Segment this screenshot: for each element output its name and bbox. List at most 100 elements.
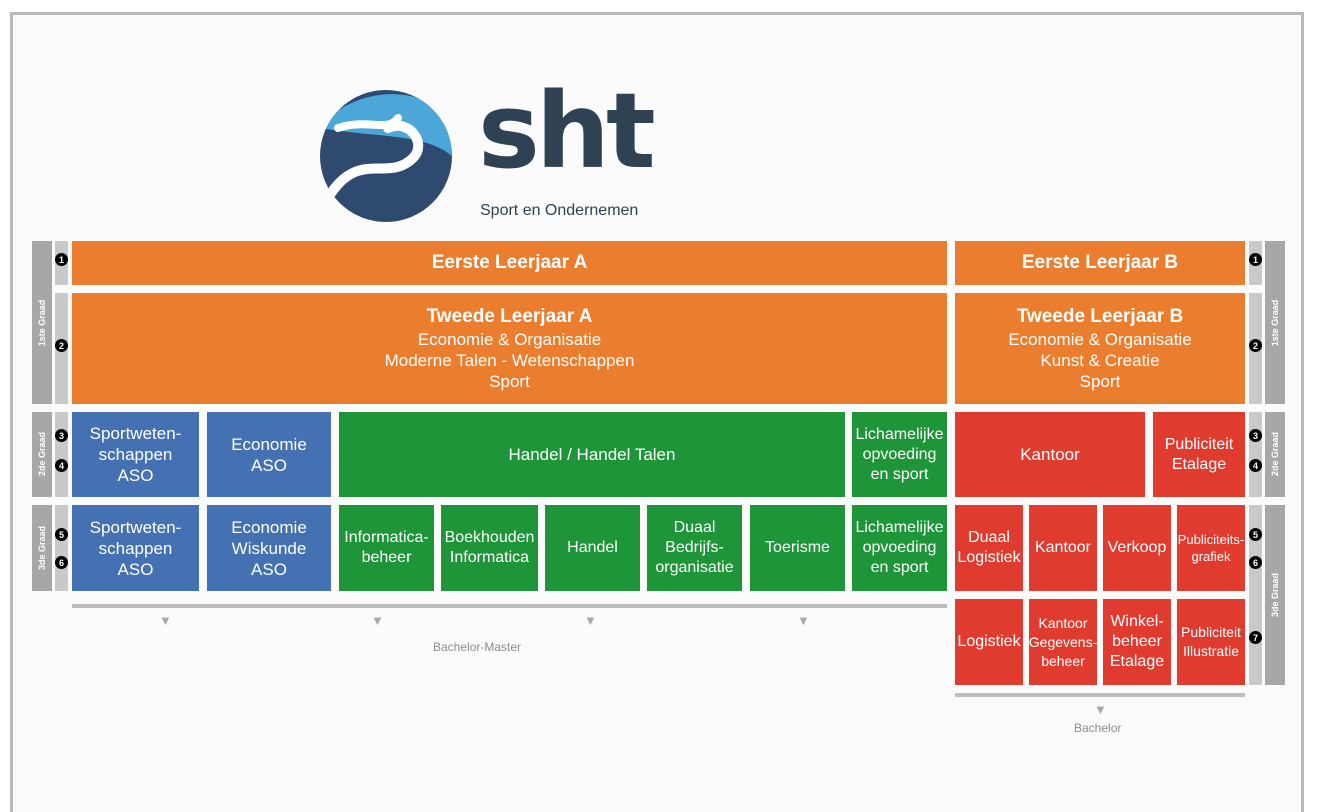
down-arrow-icon: ▼ <box>159 613 172 628</box>
box-line: Etalage <box>1171 455 1227 473</box>
box-line: schappen <box>98 538 173 558</box>
box-line: Logistiek <box>957 633 1021 650</box>
box-line: Etalage <box>1109 653 1165 670</box>
derde-graad-sportwetenschappen: Sportweten- schappen ASO <box>72 505 199 591</box>
box-line: Duaal <box>968 529 1010 546</box>
derde-graad-lichamelijke-opvoeding: Lichamelijke opvoeding en sport <box>852 505 947 591</box>
box-line: Winkel- <box>1110 613 1164 630</box>
box-line: opvoeding <box>862 539 937 556</box>
b-stream-divider <box>955 693 1245 697</box>
box-line: Publiciteit <box>1164 435 1234 453</box>
box-line: organisatie <box>655 559 734 576</box>
zevende-jaar-publiciteit-illustratie: Publiciteit Illustratie <box>1177 599 1245 685</box>
box-line: ASO <box>117 559 154 579</box>
box-line: beheer <box>361 549 412 566</box>
tweede-leerjaar-a: Tweede Leerjaar A Economie & Organisatie… <box>72 293 947 404</box>
number-badge-2-right: 2 <box>1249 339 1262 352</box>
box-line: opvoeding <box>862 445 937 463</box>
box-line: Bedrijfs- <box>665 539 724 556</box>
number-badge-5-left: 5 <box>55 528 68 541</box>
number-badge-6-right: 6 <box>1249 556 1262 569</box>
label-tweede-graad-right: 2de Graad <box>1270 431 1280 477</box>
derde-graad-economie-wiskunde: Economie Wiskunde ASO <box>207 505 331 591</box>
label-tweede-graad-left: 2de Graad <box>37 431 47 477</box>
tweede-leerjaar-a-title: Tweede Leerjaar A <box>426 306 593 327</box>
number-badge-7-right: 7 <box>1249 631 1262 644</box>
tweede-leerjaar-b-line: Sport <box>1079 372 1121 391</box>
number-badge-1-right: 1 <box>1249 253 1262 266</box>
label-derde-graad-left: 3de Graad <box>37 525 47 571</box>
box-line: Illustratie <box>1182 643 1240 659</box>
box-line: grafiek <box>1191 549 1231 564</box>
box-line: schappen <box>98 445 173 464</box>
tweede-graad-publiciteit-etalage: Publiciteit Etalage <box>1153 412 1245 497</box>
derde-graad-duaal-logistiek: Duaal Logistiek <box>955 505 1023 591</box>
label-eerste-graad-left: 1ste Graad <box>37 299 47 347</box>
down-arrow-icon: ▼ <box>584 613 597 628</box>
tweede-graad-kantoor: Kantoor <box>955 412 1145 497</box>
number-badge-6-left: 6 <box>55 556 68 569</box>
box-line: Kantoor <box>1034 539 1092 556</box>
number-badge-1-left: 1 <box>55 253 68 266</box>
logo-wordmark: sht <box>478 70 656 192</box>
box-line: Informatica <box>449 549 530 566</box>
zevende-jaar-winkelbeheer-etalage: Winkel- beheer Etalage <box>1103 599 1171 685</box>
tweede-leerjaar-a-line: Economie & Organisatie <box>417 330 602 349</box>
tweede-graad-sportwetenschappen: Sportweten- schappen ASO <box>72 412 199 497</box>
tweede-leerjaar-b: Tweede Leerjaar B Economie & Organisatie… <box>955 293 1245 404</box>
box-line: Sportweten- <box>89 517 182 537</box>
right-bar-derde-graad: 3de Graad <box>1265 505 1285 685</box>
a-stream-divider <box>72 604 947 608</box>
derde-graad-boekhouden-informatica: Boekhouden Informatica <box>441 505 538 591</box>
tweede-leerjaar-b-line: Economie & Organisatie <box>1008 330 1192 349</box>
derde-graad-handel: Handel <box>545 505 640 591</box>
bachelor-master-label: Bachelor-Master <box>433 640 522 654</box>
logo: sht Sport en Ondernemen <box>318 70 663 224</box>
right-grey-strip-3 <box>1249 412 1262 497</box>
number-badge-3-left: 3 <box>55 429 68 442</box>
box-line: ASO <box>251 455 287 475</box>
right-bar-eerste-graad: 1ste Graad <box>1265 241 1285 404</box>
box-line: Gegevens- <box>1028 633 1098 650</box>
eerste-leerjaar-a-label: Eerste Leerjaar A <box>431 252 588 273</box>
down-arrow-icon: ▼ <box>371 613 384 628</box>
box-line: Verkoop <box>1107 539 1167 556</box>
box-line: Toerisme <box>765 539 830 556</box>
number-badge-4-right: 4 <box>1249 459 1262 472</box>
derde-graad-verkoop: Verkoop <box>1103 505 1171 591</box>
derde-graad-informaticabeheer: Informatica- beheer <box>339 505 434 591</box>
box-line: Publiciteits- <box>1177 532 1245 547</box>
bachelor-label: Bachelor <box>1074 721 1122 735</box>
box-line: Lichamelijke <box>855 425 944 443</box>
box-line: Lichamelijke <box>855 519 944 536</box>
box-line: Publiciteit <box>1181 624 1241 640</box>
tweede-graad-lichamelijke-opvoeding: Lichamelijke opvoeding en sport <box>852 412 947 497</box>
box-line: Informatica- <box>344 529 429 546</box>
left-bar-tweede-graad: 2de Graad <box>32 412 52 497</box>
left-grey-strip-4 <box>55 505 68 591</box>
label-derde-graad-right: 3de Graad <box>1270 572 1280 618</box>
left-bar-derde-graad: 3de Graad <box>32 505 52 591</box>
logo-mark-icon <box>320 90 452 222</box>
tweede-leerjaar-b-title: Tweede Leerjaar B <box>1016 306 1184 327</box>
box-line: Handel <box>567 539 618 556</box>
box-line: Duaal <box>673 519 716 536</box>
box-line: ASO <box>251 559 287 579</box>
eerste-leerjaar-b-label: Eerste Leerjaar B <box>1021 252 1179 273</box>
box-line: Kantoor <box>1038 614 1088 631</box>
down-arrow-icon: ▼ <box>797 613 810 628</box>
box-line: Logistiek <box>957 549 1021 566</box>
box-line: Handel / Handel Talen <box>508 445 676 464</box>
derde-graad-publiciteitsgrafiek: Publiciteits- grafiek <box>1177 505 1245 591</box>
derde-graad-duaal-bedrijfsorganisatie: Duaal Bedrijfs- organisatie <box>647 505 742 591</box>
box-line: en sport <box>870 559 929 576</box>
box-line: Kantoor <box>1020 445 1080 464</box>
tweede-leerjaar-a-line: Sport <box>489 372 530 391</box>
number-badge-3-right: 3 <box>1249 429 1262 442</box>
zevende-jaar-kantoor-gegevensbeheer: Kantoor Gegevens- beheer <box>1029 599 1097 685</box>
down-arrow-icon: ▼ <box>1094 702 1107 717</box>
tweede-leerjaar-b-line: Kunst & Creatie <box>1040 351 1160 370</box>
derde-graad-kantoor: Kantoor <box>1029 505 1097 591</box>
eerste-leerjaar-b: Eerste Leerjaar B <box>955 241 1245 285</box>
box-line: Economie <box>231 517 307 537</box>
